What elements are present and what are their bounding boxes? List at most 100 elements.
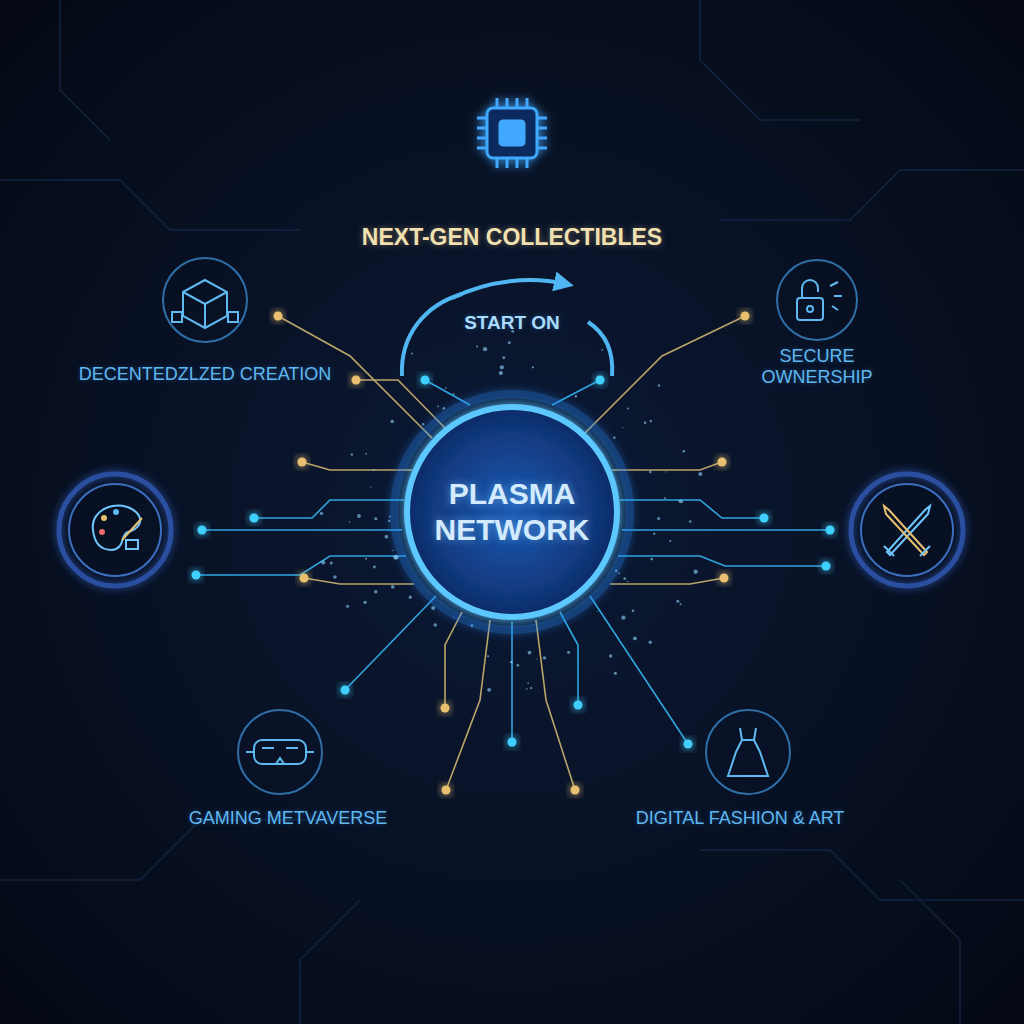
circuit-trace: [618, 556, 826, 566]
particle: [680, 603, 682, 605]
particle: [394, 555, 398, 559]
particle: [664, 497, 666, 499]
circuit-trace: [580, 316, 745, 438]
lock-icon: [777, 260, 857, 340]
circuit-dot: [822, 562, 831, 571]
circuit-dot: [826, 526, 835, 535]
chip-icon: [477, 98, 547, 168]
circuit-trace: [446, 620, 490, 790]
circuit-trace: [536, 620, 575, 790]
particle: [409, 596, 412, 599]
particle: [390, 420, 394, 424]
particle: [614, 672, 617, 675]
particle: [388, 520, 390, 522]
circuit-dot: [741, 312, 750, 321]
title: NEXT-GEN COLLECTIBLES: [362, 224, 662, 250]
particle: [487, 655, 489, 657]
particle: [508, 341, 511, 344]
particle: [453, 393, 455, 395]
particle: [623, 577, 626, 580]
circuit-dot: [442, 786, 451, 795]
particle: [650, 558, 653, 561]
particle: [330, 561, 333, 564]
particle: [632, 610, 635, 613]
circuit-dot: [760, 514, 769, 523]
particle: [320, 512, 323, 515]
particle: [476, 345, 478, 347]
circuit-trace: [196, 556, 406, 575]
particle: [657, 517, 660, 520]
particle: [365, 453, 367, 455]
circuit-dot: [352, 376, 361, 385]
particle: [597, 611, 598, 612]
particle: [528, 651, 532, 655]
particle: [618, 573, 620, 575]
particle: [658, 384, 660, 386]
circuit-trace: [612, 462, 722, 470]
circuit-trace: [202, 529, 402, 531]
particle: [516, 664, 519, 667]
circuit-dot: [508, 738, 517, 747]
particle: [621, 616, 625, 620]
particle: [698, 472, 702, 476]
particle: [445, 387, 447, 389]
particle: [683, 450, 686, 453]
particle: [644, 422, 647, 425]
particle: [575, 395, 577, 397]
particle: [536, 658, 537, 659]
circuit-dot: [250, 514, 259, 523]
particle: [346, 605, 349, 608]
circuit-trace: [254, 500, 404, 518]
particle: [487, 688, 491, 692]
circuit-dot: [341, 686, 350, 695]
particle: [374, 590, 377, 593]
particle: [526, 688, 528, 690]
circuit-trace: [302, 462, 412, 470]
circuit-trace: [620, 500, 764, 518]
particle: [391, 585, 395, 589]
circuit-dot: [298, 458, 307, 467]
core-shape: [404, 404, 620, 620]
particle: [502, 356, 505, 359]
particle: [627, 407, 629, 409]
core-circle: PLASMA NETWORK: [404, 404, 620, 620]
swords-icon: [851, 474, 963, 586]
circuit-dot: [720, 574, 729, 583]
particle: [689, 520, 692, 523]
particle: [653, 533, 655, 535]
particle: [431, 606, 435, 610]
circuit-trace: [560, 612, 578, 705]
particle: [622, 427, 623, 428]
particle: [682, 501, 684, 503]
particle: [374, 517, 377, 520]
particle: [392, 550, 393, 551]
circuit-trace: [590, 596, 688, 744]
circuit-dot: [192, 571, 201, 580]
particle: [351, 453, 353, 455]
feature-label: START ON: [464, 312, 560, 334]
particle: [422, 423, 424, 425]
circuit-dot: [574, 701, 583, 710]
circuit-dot: [274, 312, 283, 321]
particle: [373, 565, 376, 568]
circuit-trace: [622, 529, 830, 531]
circuit-trace: [304, 578, 414, 584]
circuit-dot: [684, 740, 693, 749]
particle: [669, 540, 671, 542]
particle: [437, 405, 439, 407]
particle: [321, 560, 325, 564]
circuit-dot: [596, 376, 605, 385]
circuit-dot: [198, 526, 207, 535]
particle: [411, 352, 413, 354]
particle: [627, 581, 629, 583]
start-arrow: [402, 280, 612, 376]
circuit-dot: [718, 458, 727, 467]
particle: [609, 654, 612, 657]
particle: [500, 365, 504, 369]
circuit-trace: [345, 596, 436, 690]
particle: [499, 371, 503, 375]
feature-label: DECENTEDZLZED CREATION: [79, 364, 332, 385]
particle: [543, 656, 546, 659]
particle: [532, 366, 534, 368]
